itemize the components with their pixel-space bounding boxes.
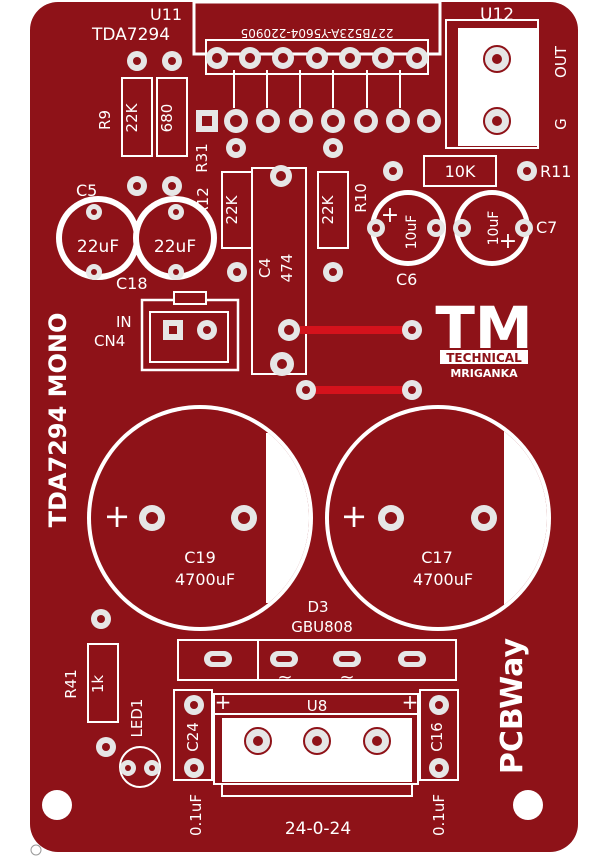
u8-plus-right: + [402, 690, 419, 714]
c6-value: 10uF [404, 215, 420, 250]
r31-label: R31 [193, 143, 211, 173]
c18-label: C18 [116, 274, 148, 293]
c24-value: 0.1uF [187, 794, 205, 836]
c4-label: C4 [256, 258, 274, 278]
chip-heatsink-outline [205, 39, 429, 75]
c17-plus: + [341, 497, 368, 535]
date-label: 24-0-24 [285, 819, 351, 839]
c6-plus: + [381, 203, 399, 228]
d3-label: D3 [307, 598, 328, 616]
c16-label: C16 [428, 722, 446, 752]
logo-mriganka: MRIGANKA [450, 367, 518, 380]
pads-r9-holes [133, 57, 176, 190]
board-title: TDA7294 MONO [44, 313, 72, 528]
c18-value: 22uF [154, 237, 196, 257]
r10-body [317, 171, 349, 249]
led1-outline [119, 746, 161, 788]
r11-label: R11 [540, 162, 571, 181]
r9-label: R9 [96, 110, 114, 130]
u8-label: U8 [307, 697, 328, 715]
technical-mriganka-logo: TM TECHNICAL MRIGANKA [435, 294, 532, 380]
chip-code-label: 227B523A-Y5604-220905 [241, 26, 394, 40]
r11-value: 10K [445, 162, 476, 181]
corner-mark-icon [30, 844, 42, 856]
out-label: OUT [552, 45, 570, 78]
c6-label: C6 [396, 270, 417, 289]
c7-plus: + [499, 229, 517, 254]
chip-name-label: TDA7294 [91, 25, 170, 45]
u12-label: U12 [480, 5, 514, 25]
d3-tilde-2: ~ [339, 667, 354, 688]
r41-body [87, 643, 119, 723]
r11-body [423, 155, 497, 187]
c4-value: 474 [278, 254, 296, 283]
cn4-inner [149, 311, 229, 363]
c19-plus: + [104, 497, 131, 535]
u8-heatsink [221, 783, 413, 797]
chip-pins-top-holes [212, 53, 422, 63]
r10-label: R10 [352, 183, 370, 213]
d3-tilde-1: ~ [277, 667, 292, 688]
c7-value: 10uF [486, 211, 502, 246]
d3-value: GBU808 [291, 618, 353, 636]
c16-value: 0.1uF [430, 794, 448, 836]
r680-value: 680 [158, 104, 176, 133]
chip-pin1-hole [202, 116, 212, 126]
led1-label: LED1 [128, 699, 146, 738]
r12-value: 22K [223, 194, 241, 224]
r10-value: 22K [319, 194, 337, 224]
g-label: G [552, 118, 570, 130]
c16-body [419, 689, 459, 781]
c5-label: C5 [76, 181, 97, 200]
c17-value: 4700uF [413, 570, 473, 589]
c24-body [173, 689, 213, 781]
u11-label: U11 [150, 5, 182, 24]
in-label: IN [116, 313, 132, 331]
pcbway-logo: PCBWay [495, 637, 530, 774]
cn4-label: CN4 [94, 332, 125, 350]
logo-technical: TECHNICAL [446, 351, 522, 365]
c7-label: C7 [536, 218, 557, 237]
r9-body [121, 77, 153, 157]
c5-value: 22uF [77, 237, 119, 257]
r9-value: 22K [123, 102, 141, 132]
mounting-hole-right [513, 790, 543, 820]
chip-pins-bottom-holes [230, 115, 435, 127]
c17-label: C17 [421, 548, 453, 567]
chip-legs [233, 70, 401, 108]
r41-label: R41 [62, 669, 80, 699]
u8-plus-left: + [215, 690, 232, 714]
r41-value: 1k [89, 675, 107, 694]
c24-label: C24 [184, 722, 202, 752]
c19-value: 4700uF [175, 570, 235, 589]
c19-label: C19 [184, 548, 216, 567]
mounting-hole-left [42, 790, 72, 820]
r-680-body [156, 77, 188, 157]
d3-body [177, 639, 457, 681]
cn4-tab [173, 291, 207, 305]
